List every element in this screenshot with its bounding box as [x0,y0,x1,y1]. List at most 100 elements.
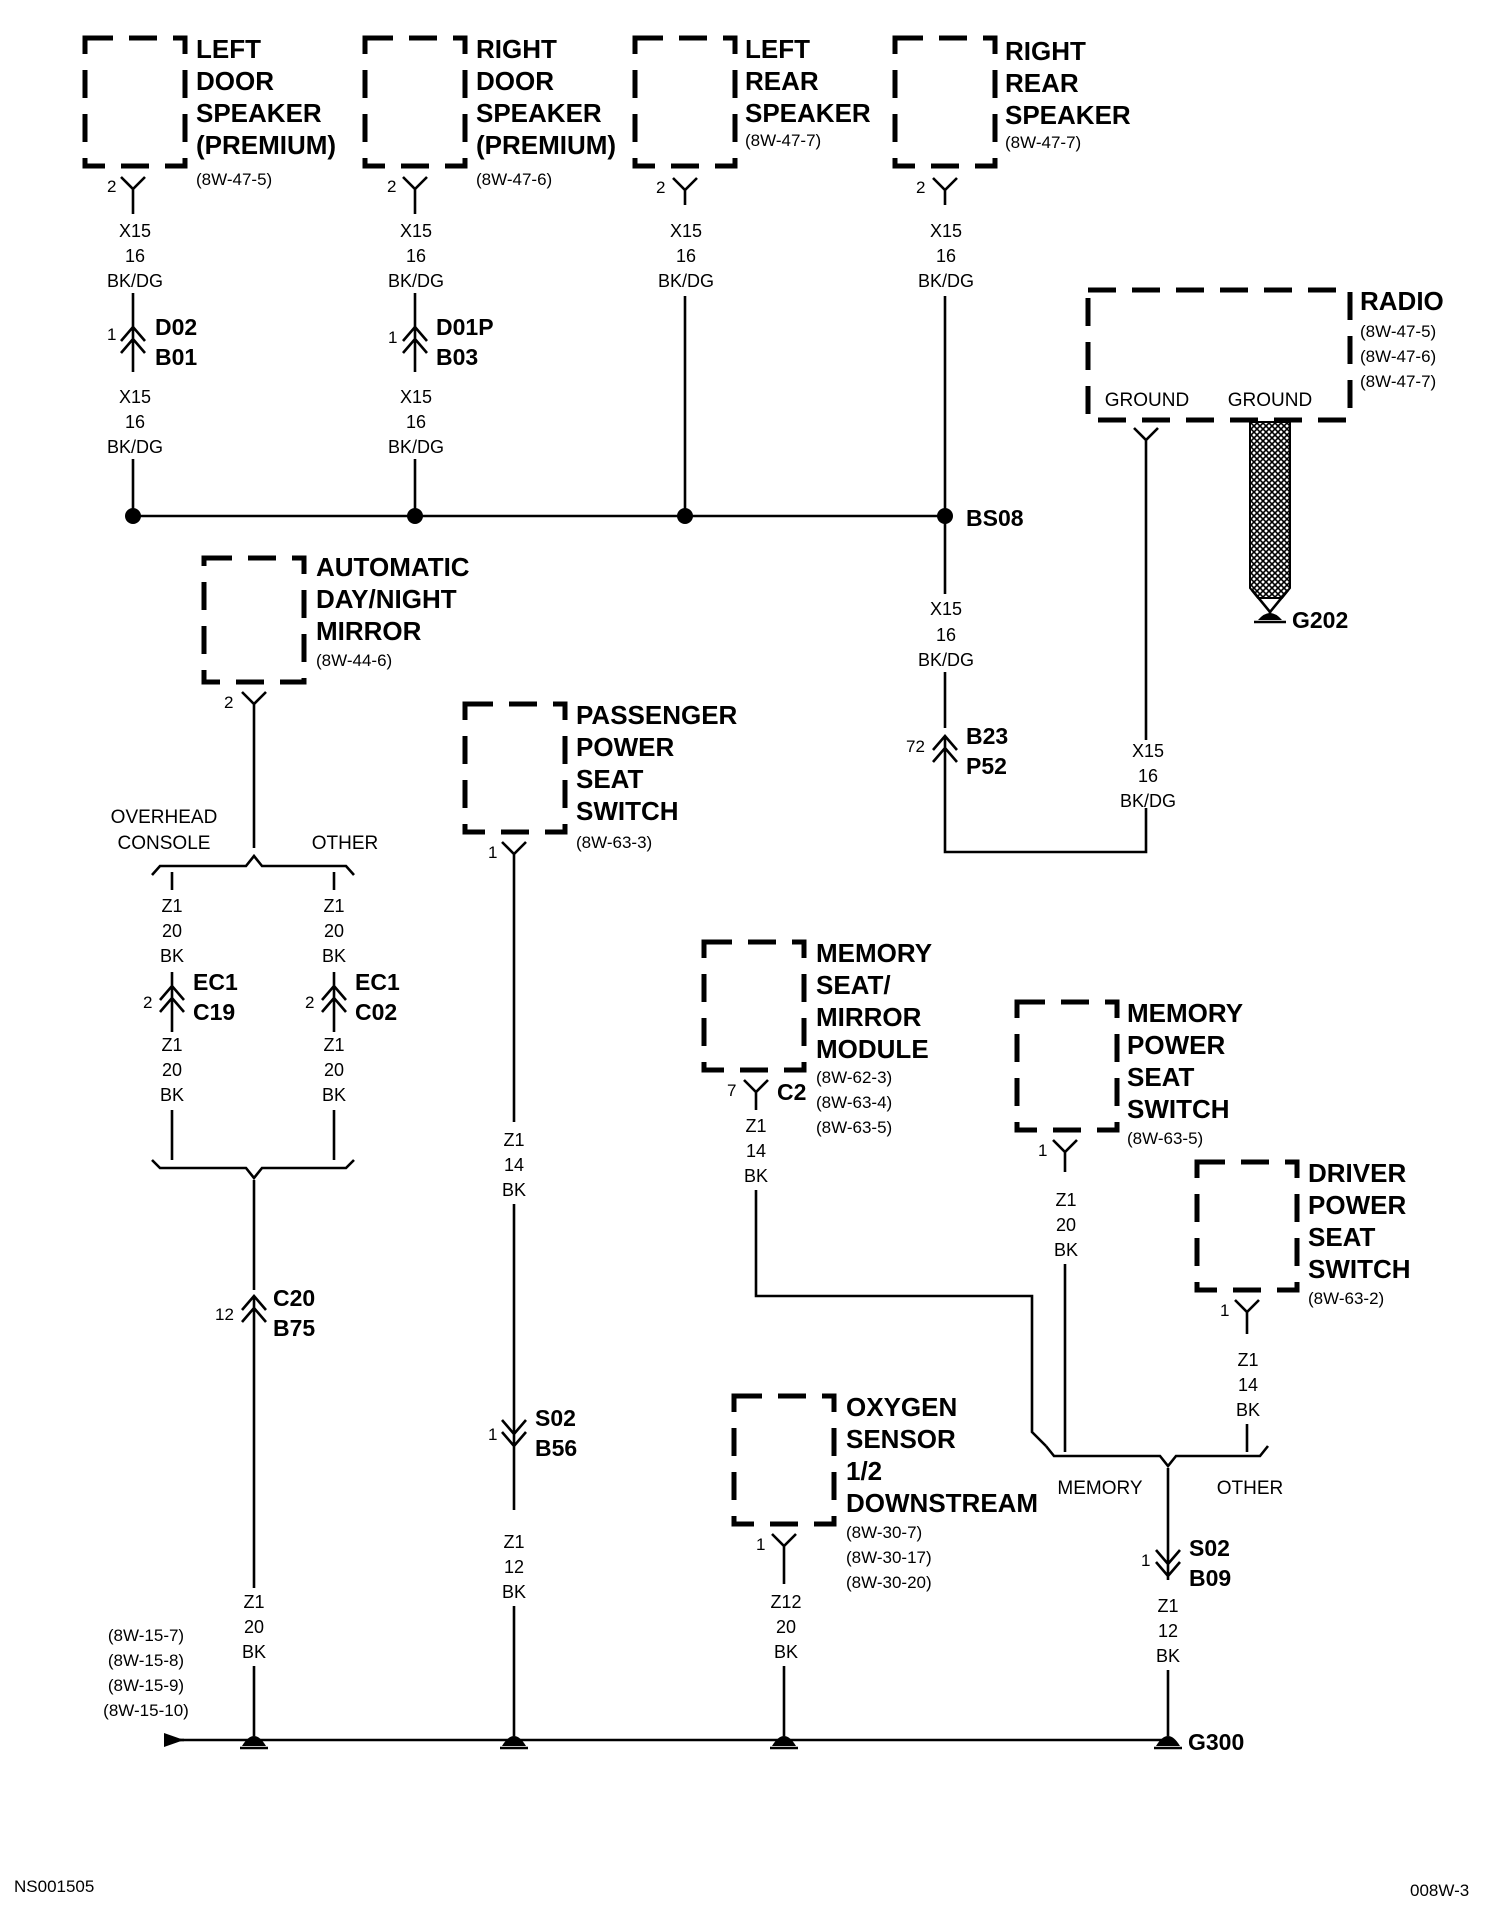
svg-text:(8W-63-5): (8W-63-5) [816,1118,892,1137]
svg-text:D02: D02 [155,314,197,340]
svg-text:BK: BK [774,1642,798,1662]
svg-text:P52: P52 [966,753,1007,779]
radio: RADIO (8W-47-5) (8W-47-6) (8W-47-7) GROU… [1085,286,1444,740]
wire-label-pass-top: Z1 14 BK [502,1130,526,1200]
svg-text:20: 20 [244,1617,264,1637]
mirror-branch: OVERHEAD CONSOLE OTHER [111,807,378,876]
svg-text:LEFT: LEFT [745,34,810,64]
wire-label-mm: Z1 14 BK [744,1116,768,1186]
svg-text:(8W-30-17): (8W-30-17) [846,1548,932,1567]
svg-text:2: 2 [224,693,233,712]
svg-text:1: 1 [1220,1301,1229,1320]
svg-text:7: 7 [727,1081,736,1100]
wire-label-ec1a-bot: Z1 20 BK [160,1035,184,1105]
svg-text:16: 16 [125,412,145,432]
svg-text:B23: B23 [966,723,1008,749]
svg-text:BK: BK [1236,1400,1260,1420]
svg-text:BK: BK [160,1085,184,1105]
svg-text:(8W-47-5): (8W-47-5) [1360,322,1436,341]
right-door-speaker: RIGHT DOOR SPEAKER (PREMIUM) (8W-47-6) 2 [362,34,616,204]
connector-d02-b01: 1 D02 B01 [107,314,197,370]
wire-label-bs08: X15 16 BK/DG [918,599,974,670]
svg-text:Z1: Z1 [161,1035,182,1055]
svg-text:POWER: POWER [576,732,674,762]
wire-label-2b: X15 16 BK/DG [388,387,444,457]
auto-mirror: AUTOMATIC DAY/NIGHT MIRROR (8W-44-6) 2 [201,552,470,848]
svg-text:SEAT: SEAT [576,764,644,794]
svg-text:X15: X15 [930,221,962,241]
ground-symbols [240,1736,1182,1750]
svg-text:1: 1 [1038,1141,1047,1160]
svg-text:X15: X15 [400,387,432,407]
svg-text:SWITCH: SWITCH [1308,1254,1411,1284]
svg-text:B03: B03 [436,344,478,370]
svg-text:C02: C02 [355,999,397,1025]
wire-label-2a: X15 16 BK/DG [388,221,444,291]
svg-text:C19: C19 [193,999,235,1025]
svg-text:GROUND: GROUND [1228,390,1312,411]
svg-text:BK: BK [744,1166,768,1186]
wire-label-4a: X15 16 BK/DG [918,221,974,291]
svg-text:BK: BK [1156,1646,1180,1666]
svg-text:14: 14 [504,1155,524,1175]
svg-text:SEAT: SEAT [1127,1062,1195,1092]
svg-text:Z1: Z1 [323,1035,344,1055]
footer-right: 008W-3 [1410,1881,1469,1900]
memory-seat-mirror-module: MEMORY SEAT/ MIRROR MODULE (8W-62-3) (8W… [701,938,932,1137]
svg-text:BK: BK [322,946,346,966]
svg-text:PASSENGER: PASSENGER [576,700,738,730]
svg-text:BK: BK [242,1642,266,1662]
svg-text:2: 2 [107,177,116,196]
svg-text:SPEAKER: SPEAKER [1005,100,1131,130]
svg-text:Z1: Z1 [161,896,182,916]
svg-text:MEMORY: MEMORY [1057,1478,1142,1499]
ground-arrow [164,1733,184,1747]
svg-text:MEMORY: MEMORY [1127,998,1243,1028]
svg-text:20: 20 [1056,1215,1076,1235]
svg-text:C2: C2 [777,1079,806,1105]
wire-label-c20-bot: Z1 20 BK [242,1592,266,1662]
svg-text:(PREMIUM): (PREMIUM) [476,130,616,160]
svg-text:(8W-47-6): (8W-47-6) [476,170,552,189]
connector-ec1-c02: 2 EC1 C02 [305,969,400,1032]
svg-text:Z1: Z1 [1157,1596,1178,1616]
svg-text:12: 12 [215,1305,234,1324]
svg-text:DOOR: DOOR [196,66,274,96]
svg-text:BK/DG: BK/DG [658,271,714,291]
splice-bs08: BS08 [966,505,1024,531]
svg-text:14: 14 [1238,1375,1258,1395]
svg-text:16: 16 [936,625,956,645]
wire-label-ec1b-bot: Z1 20 BK [322,1035,346,1105]
svg-text:BK/DG: BK/DG [107,271,163,291]
svg-text:BK/DG: BK/DG [918,271,974,291]
svg-text:(8W-62-3): (8W-62-3) [816,1068,892,1087]
svg-text:20: 20 [162,1060,182,1080]
svg-text:REAR: REAR [745,66,819,96]
connector-b23-p52: 72 B23 P52 [906,723,1008,779]
ground-g300: G300 [1188,1729,1244,1755]
svg-text:BK: BK [502,1582,526,1602]
svg-text:(8W-63-5): (8W-63-5) [1127,1129,1203,1148]
svg-text:BK/DG: BK/DG [107,437,163,457]
svg-text:X15: X15 [1132,741,1164,761]
svg-text:SWITCH: SWITCH [576,796,679,826]
svg-text:Z1: Z1 [1237,1350,1258,1370]
svg-text:DRIVER: DRIVER [1308,1158,1406,1188]
wire-label-ec1b-top: Z1 20 BK [322,896,346,966]
svg-text:(8W-47-5): (8W-47-5) [196,170,272,189]
svg-text:MODULE: MODULE [816,1034,929,1064]
svg-text:GROUND: GROUND [1105,390,1189,411]
svg-text:(8W-47-7): (8W-47-7) [1005,133,1081,152]
svg-text:POWER: POWER [1127,1030,1225,1060]
svg-text:1/2: 1/2 [846,1456,882,1486]
svg-text:Z1: Z1 [243,1592,264,1612]
svg-text:B09: B09 [1189,1565,1231,1591]
connector-ec1-c19: 2 EC1 C19 [143,969,238,1032]
svg-text:B01: B01 [155,344,197,370]
svg-text:RIGHT: RIGHT [476,34,557,64]
svg-text:BK: BK [1054,1240,1078,1260]
wire-label-pass-bot: Z1 12 BK [502,1532,526,1602]
svg-text:BK: BK [502,1180,526,1200]
svg-text:(8W-15-8): (8W-15-8) [108,1651,184,1670]
passenger-seat-switch: PASSENGER POWER SEAT SWITCH (8W-63-3) 1 [462,700,738,1122]
